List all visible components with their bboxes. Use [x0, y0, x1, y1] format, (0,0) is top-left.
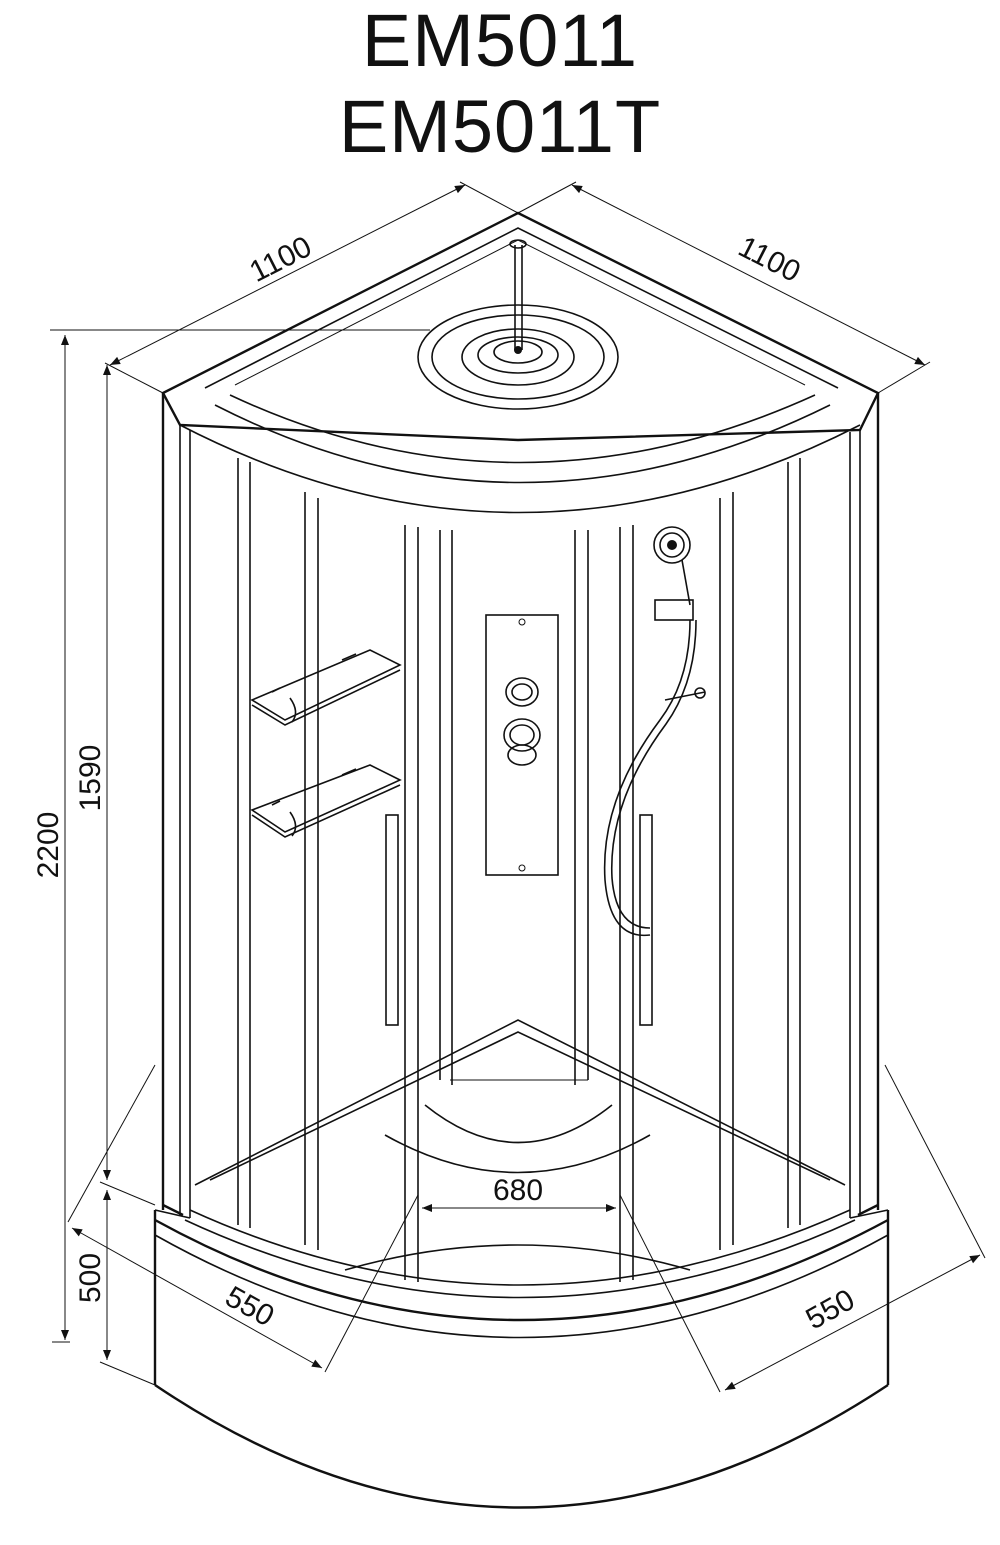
- label-door-opening: 680: [493, 1174, 543, 1207]
- dim-door-opening: [324, 1194, 721, 1393]
- hand-shower: [603, 526, 706, 937]
- dim-bottom-right: [724, 1064, 986, 1391]
- label-total-height: 2200: [32, 812, 65, 879]
- shower-floor: [162, 1019, 879, 1299]
- label-bottom-left: 550: [220, 1280, 280, 1333]
- dim-total-height: [50, 329, 430, 1343]
- label-top-left: 1100: [244, 230, 316, 289]
- dim-top-left: [104, 181, 519, 394]
- control-panel: [485, 614, 559, 876]
- label-tray-height: 500: [74, 1253, 107, 1303]
- label-top-right: 1100: [733, 230, 805, 289]
- label-bottom-right: 550: [801, 1283, 861, 1336]
- model-title-primary: EM5011: [361, 0, 639, 82]
- dim-top-right: [517, 181, 931, 394]
- model-title-secondary: EM5011T: [338, 85, 662, 168]
- dim-bottom-left: [67, 1064, 323, 1369]
- tray-apron: [153, 1209, 890, 1509]
- label-cabin-height: 1590: [74, 745, 107, 812]
- dim-cabin-height: [99, 365, 156, 1206]
- cabin-frame: [161, 393, 880, 1282]
- overhead-shower: [417, 239, 619, 410]
- shelves: [250, 649, 402, 838]
- dim-tray-height: [99, 1190, 156, 1386]
